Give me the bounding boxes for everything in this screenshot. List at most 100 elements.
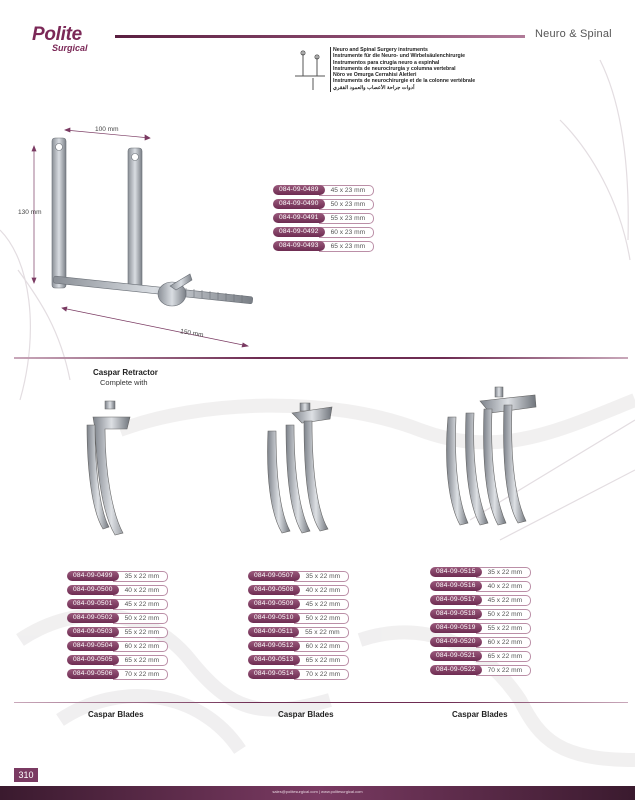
list-item: 084-09-0507 35 x 22 mm <box>248 570 350 582</box>
header-rule <box>115 35 525 38</box>
list-item: 084-09-0521 65 x 22 mm <box>430 650 532 662</box>
list-item: 084-09-0502 50 x 22 mm <box>67 612 169 624</box>
dimension-height-label: 130 mm <box>18 209 42 216</box>
list-item: 084-09-0493 65 x 23 mm <box>273 240 375 252</box>
catalog-code: 084-09-0507 <box>248 571 300 581</box>
list-item: 084-09-0514 70 x 22 mm <box>248 668 350 680</box>
size-value: 60 x 22 mm <box>112 640 169 652</box>
multilingual-line: أدوات جراحة الأعصاب والعمود الفقري <box>333 84 415 91</box>
list-item: 084-09-0520 60 x 22 mm <box>430 636 532 648</box>
size-value: 70 x 22 mm <box>475 664 532 676</box>
list-item: 084-09-0513 65 x 22 mm <box>248 654 350 666</box>
triple-blade-illustration <box>446 386 537 526</box>
multilingual-line: Instrumente für die Neuro- und Wirbelsäu… <box>333 53 465 60</box>
catalog-code: 084-09-0518 <box>430 609 482 619</box>
size-value: 70 x 22 mm <box>293 668 350 680</box>
catalog-code: 084-09-0517 <box>430 595 482 605</box>
multilingual-descriptions: Neuro and Spinal Surgery instruments Ins… <box>333 47 475 91</box>
footer-bar <box>0 786 635 800</box>
catalog-code: 084-09-0509 <box>248 599 300 609</box>
list-item: 084-09-0500 40 x 22 mm <box>67 584 169 596</box>
footer-contact: sales@politesurgical.com | www.politesur… <box>272 789 363 794</box>
size-value: 35 x 22 mm <box>112 570 169 582</box>
size-value: 35 x 22 mm <box>475 566 532 578</box>
blade-caption: Caspar Blades <box>88 710 144 719</box>
list-item: 084-09-0499 35 x 22 mm <box>67 570 169 582</box>
catalog-code: 084-09-0510 <box>248 613 300 623</box>
catalog-code: 084-09-0500 <box>67 585 119 595</box>
catalog-code: 084-09-0504 <box>67 641 119 651</box>
size-value: 55 x 23 mm <box>318 212 375 224</box>
page-number: 310 <box>14 768 38 782</box>
catalog-code: 084-09-0490 <box>273 199 325 209</box>
size-value: 50 x 22 mm <box>475 608 532 620</box>
catalog-code: 084-09-0501 <box>67 599 119 609</box>
size-value: 45 x 22 mm <box>293 598 350 610</box>
size-value: 60 x 22 mm <box>293 640 350 652</box>
catalog-code: 084-09-0502 <box>67 613 119 623</box>
brand-logo: Polite <box>32 24 82 45</box>
list-item: 084-09-0504 60 x 22 mm <box>67 640 169 652</box>
catalog-code: 084-09-0520 <box>430 637 482 647</box>
size-value: 65 x 23 mm <box>318 240 375 252</box>
size-value: 35 x 22 mm <box>293 570 350 582</box>
list-item: 084-09-0490 50 x 23 mm <box>273 198 375 210</box>
list-item: 084-09-0492 60 x 23 mm <box>273 226 375 238</box>
size-value: 45 x 22 mm <box>112 598 169 610</box>
list-item: 084-09-0501 45 x 22 mm <box>67 598 169 610</box>
catalog-code: 084-09-0505 <box>67 655 119 665</box>
list-item: 084-09-0510 50 x 22 mm <box>248 612 350 624</box>
multilingual-line: Instruments de neurochirurgie et de la c… <box>333 78 476 85</box>
size-value: 45 x 22 mm <box>475 594 532 606</box>
multilingual-divider <box>330 47 331 92</box>
multilingual-line: Neuro and Spinal Surgery instruments <box>333 47 428 53</box>
size-value: 50 x 22 mm <box>112 612 169 624</box>
list-item: 084-09-0508 40 x 22 mm <box>248 584 350 596</box>
size-value: 70 x 22 mm <box>112 668 169 680</box>
catalog-code: 084-09-0514 <box>248 669 300 679</box>
size-value: 65 x 22 mm <box>112 654 169 666</box>
size-value: 60 x 23 mm <box>318 226 375 238</box>
catalog-code: 084-09-0489 <box>273 185 325 195</box>
catalog-code: 084-09-0508 <box>248 585 300 595</box>
list-item: 084-09-0505 65 x 22 mm <box>67 654 169 666</box>
size-value: 55 x 22 mm <box>293 626 349 638</box>
single-blade-illustration <box>86 400 131 536</box>
catalog-code: 084-09-0515 <box>430 567 482 577</box>
list-item: 084-09-0491 55 x 23 mm <box>273 212 375 224</box>
list-item: 084-09-0512 60 x 22 mm <box>248 640 350 652</box>
list-item: 084-09-0511 55 x 22 mm <box>248 626 349 638</box>
size-value: 55 x 22 mm <box>475 622 532 634</box>
blade-caption: Caspar Blades <box>278 710 334 719</box>
catalog-code: 084-09-0511 <box>248 627 300 637</box>
section-divider <box>14 702 628 703</box>
retractor-illustration <box>31 127 254 348</box>
multilingual-line: Nöro ve Omurga Cerrahisi Aletleri <box>333 72 417 79</box>
double-blade-illustration <box>267 402 333 534</box>
list-item: 084-09-0518 50 x 22 mm <box>430 608 532 620</box>
catalog-code: 084-09-0491 <box>273 213 325 223</box>
list-item: 084-09-0516 40 x 22 mm <box>430 580 532 592</box>
list-item: 084-09-0522 70 x 22 mm <box>430 664 532 676</box>
size-value: 50 x 22 mm <box>293 612 350 624</box>
list-item: 084-09-0503 55 x 22 mm <box>67 626 169 638</box>
list-item: 084-09-0517 45 x 22 mm <box>430 594 532 606</box>
spinal-instrument-icon <box>295 50 325 90</box>
size-value: 40 x 22 mm <box>112 584 169 596</box>
catalog-code: 084-09-0499 <box>67 571 119 581</box>
caspar-retractor-title: Caspar Retractor <box>93 368 158 377</box>
size-value: 40 x 22 mm <box>475 580 532 592</box>
size-value: 45 x 23 mm <box>318 184 375 196</box>
size-value: 40 x 22 mm <box>293 584 350 596</box>
caspar-retractor-subtitle: Complete with <box>100 378 148 387</box>
list-item: 084-09-0509 45 x 22 mm <box>248 598 350 610</box>
multilingual-line: Instrumentos para cirugía neuro a espinh… <box>333 59 440 66</box>
catalog-code: 084-09-0492 <box>273 227 325 237</box>
section-heading: Neuro & Spinal <box>535 28 612 40</box>
list-item: 084-09-0515 35 x 22 mm <box>430 566 532 578</box>
multilingual-line: Instruments de neurocirurgia y columna v… <box>333 65 456 72</box>
catalog-code: 084-09-0506 <box>67 669 119 679</box>
list-item: 084-09-0519 55 x 22 mm <box>430 622 532 634</box>
size-value: 65 x 22 mm <box>475 650 532 662</box>
size-value: 55 x 22 mm <box>112 626 169 638</box>
